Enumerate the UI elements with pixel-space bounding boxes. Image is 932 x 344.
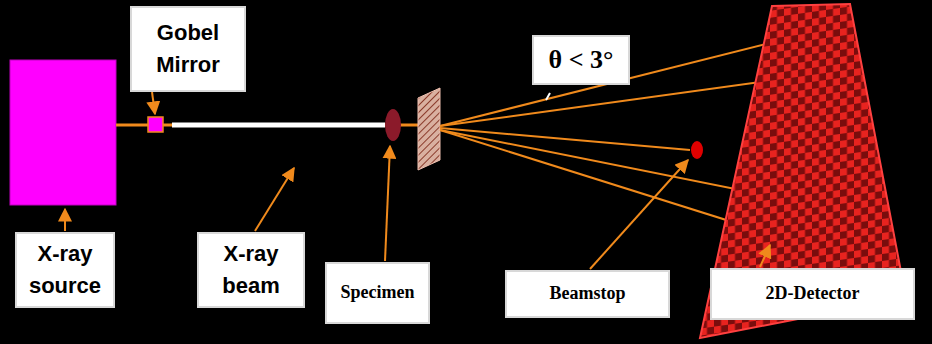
specimen-label: Specimen [325, 262, 430, 324]
beamstop-label: Beamstop [505, 270, 670, 318]
leader-arrows [65, 92, 770, 269]
detector-label: 2D-Detector [710, 268, 915, 320]
beam [116, 124, 148, 127]
beam [172, 123, 385, 128]
specimen [418, 88, 440, 170]
label-text: X-ray beam [205, 238, 297, 302]
beam [163, 124, 172, 127]
label-text: θ < 3° [549, 44, 614, 75]
angle-label: θ < 3° [532, 35, 630, 85]
label-text: Specimen [341, 282, 415, 304]
aperture [385, 109, 401, 141]
label-text: 2D-Detector [766, 283, 860, 305]
label-text: Gobel Mirror [138, 17, 238, 81]
angle-mark [546, 93, 550, 100]
label-text: Beamstop [550, 283, 626, 305]
xray-source [10, 60, 116, 205]
beam-label: X-ray beam [197, 232, 305, 308]
beamstop [691, 141, 703, 159]
mirror-label: Gobel Mirror [130, 6, 246, 92]
gobel-mirror [148, 117, 163, 132]
label-text: X-ray source [23, 238, 107, 302]
source-label: X-ray source [15, 232, 115, 308]
